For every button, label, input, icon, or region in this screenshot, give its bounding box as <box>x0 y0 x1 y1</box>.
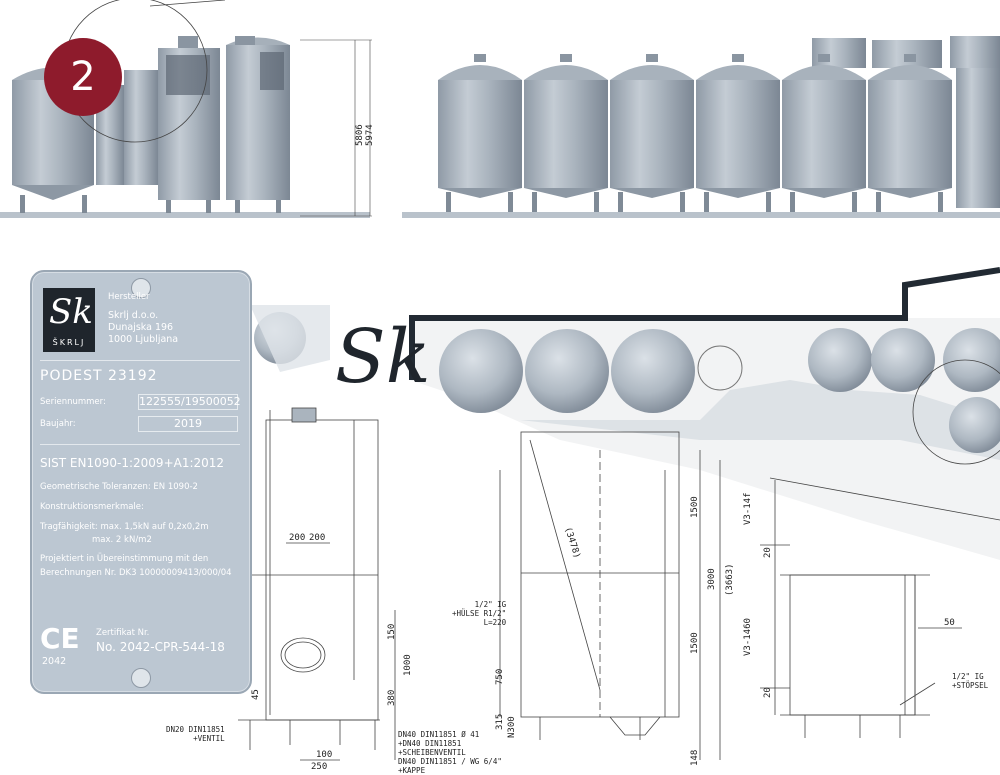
dim-1500-a: 1500 <box>690 496 700 518</box>
brand-monogram: Sk <box>335 314 431 400</box>
dim-50: 50 <box>944 618 955 628</box>
note-dn20: DN20 DIN11851 +VENTIL <box>166 725 225 743</box>
ce-mark-icon: CE <box>40 622 80 655</box>
product-name: PODEST 23192 <box>40 368 158 384</box>
dim-n300: N300 <box>507 716 517 738</box>
dim-380: 380 <box>387 690 397 706</box>
dim-315: 315 <box>495 714 505 730</box>
storage-tank <box>868 54 952 212</box>
dim-200-a: 200 <box>289 533 305 543</box>
ce-number: 2042 <box>42 656 67 667</box>
dim-100: 100 <box>316 750 332 760</box>
storage-tank <box>610 54 694 212</box>
dim-3478: (3478) <box>562 526 582 560</box>
note-stopsel: 1/2" IG +STÖPSEL <box>952 672 989 690</box>
dim-750: 750 <box>495 669 505 685</box>
rivet-top-icon <box>131 278 151 298</box>
dim-height-5806: 5806 <box>355 124 365 146</box>
dim-3000: 3000 <box>707 568 717 590</box>
dim-20-b: 20 <box>763 687 773 698</box>
dim-250: 250 <box>311 762 327 769</box>
year-label: Baujahr: <box>40 419 76 429</box>
storage-tank <box>438 54 522 212</box>
dim-1000: 1000 <box>403 654 413 676</box>
company-city: 1000 Ljubljana <box>108 334 179 345</box>
project-note-2: Berechnungen Nr. DK3 1000000941З/000/04 <box>40 568 232 578</box>
step-number: 2 <box>70 54 96 100</box>
section-drawings <box>232 407 1000 761</box>
logo-wordmark: ŠKRLJ <box>43 338 95 347</box>
step-number-badge: 2 <box>44 38 122 116</box>
logo-monogram: Sk <box>49 292 93 332</box>
storage-tank <box>956 68 1000 208</box>
skrlj-logo: Sk ŠKRLJ <box>43 288 95 352</box>
certificate-label: Zertifikat Nr. <box>96 628 150 638</box>
serial-value: 122555/19500052 <box>138 394 241 410</box>
dim-148: 148 <box>690 750 700 766</box>
dim-v3-14: V3-14f <box>743 492 753 525</box>
storage-tank <box>524 54 608 212</box>
company-street: Dunajska 196 <box>108 322 174 333</box>
manufacturer-nameplate: Sk ŠKRLJ Hersteller Skrlj d.o.o. Dunajsk… <box>30 270 252 694</box>
tank-row-right <box>402 36 1000 218</box>
dim-20-a: 20 <box>763 547 773 558</box>
storage-tank <box>782 54 866 212</box>
tank-row-left <box>0 0 372 218</box>
hersteller-label: Hersteller <box>108 292 150 302</box>
plan-view: Sk <box>250 267 1000 560</box>
dim-45: 45 <box>251 689 261 700</box>
serial-label: Seriennummer: <box>40 397 106 407</box>
storage-tank <box>696 54 780 212</box>
dim-150: 150 <box>387 624 397 640</box>
note-dn40: DN40 DIN11851 Ø 41 +DN40 DIN11851 +SCHEI… <box>398 730 502 775</box>
divider <box>40 360 240 361</box>
divider <box>40 444 240 445</box>
load-capacity-1: Tragfähigkeit: max. 1,5kN auf 0,2x0,2m <box>40 522 209 532</box>
dim-3663: (3663) <box>725 563 735 596</box>
load-capacity-2: max. 2 kN/m2 <box>92 535 152 545</box>
standard-code: SIST EN1090-1:2009+A1:2012 <box>40 456 225 470</box>
dim-1500-b: 1500 <box>690 632 700 654</box>
certificate-number: No. 2042-CPR-544-18 <box>96 640 225 654</box>
project-note-1: Projektiert in Übereinstimmung mit den <box>40 554 209 564</box>
dim-v3-1460: V3-1460 <box>743 618 753 656</box>
note-hulse: 1/2" IG +HÜLSE R1/2" L=220 <box>452 600 507 627</box>
dim-height-5974: 5974 <box>365 124 375 146</box>
company-name: Skrlj d.o.o. <box>108 310 159 321</box>
year-value: 2019 <box>138 416 238 432</box>
rivet-bottom-icon <box>131 668 151 688</box>
dim-200-b: 200 <box>309 533 325 543</box>
tolerance-note: Geometrische Toleranzen: EN 1090-2 <box>40 482 198 492</box>
features-label: Konstruktionsmerkmale: <box>40 502 144 512</box>
